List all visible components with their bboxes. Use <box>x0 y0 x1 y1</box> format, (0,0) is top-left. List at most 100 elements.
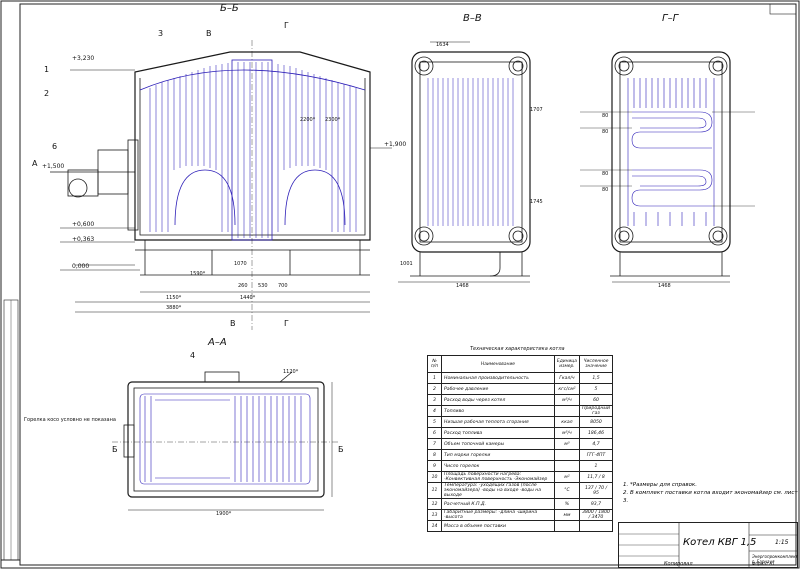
dim-bb-1590: 1590* <box>190 271 206 277</box>
view-gg-dims <box>580 111 755 207</box>
dim-bb-3880: 3880* <box>166 305 182 311</box>
spec-cell-value: 3800 / 1800 / 3470 <box>579 509 613 521</box>
title-block-grid <box>619 523 797 567</box>
spec-cell-value: 137 / 70 / 95 <box>579 482 613 499</box>
spec-cell-unit <box>553 449 581 461</box>
notes: 1. *Размеры для справок. 2. В комплект п… <box>623 481 800 505</box>
dim-bb-260: 260 <box>238 283 248 289</box>
drawing-format: Формат А1 <box>752 561 775 566</box>
dim-gg-80-d: 80 <box>602 187 609 193</box>
callout-6: 6 <box>52 142 58 151</box>
dim-aa-1900: 1900* <box>216 511 232 517</box>
spec-table: № п/п Наименование Единица измер. Числен… <box>427 355 613 532</box>
copied-label: Копировал <box>664 561 693 567</box>
dim-aa-1120: 1120* <box>283 369 299 375</box>
spec-cell-name: Температура: -уходящих газов (после экон… <box>441 482 555 499</box>
dim-vv-1001: 1001 <box>400 261 413 267</box>
spec-cell-n: 4 <box>427 405 442 417</box>
dim-gg-1468: 1468 <box>658 283 671 289</box>
spec-cell-name: Топливо <box>441 405 555 417</box>
spec-cell-value: 60 <box>579 394 613 406</box>
spec-cell-unit: Гкал/ч <box>553 372 581 384</box>
dim-gg-80-a: 80 <box>602 113 609 119</box>
spec-cell-name: Рабочее давление <box>441 383 555 395</box>
spec-cell-n: 6 <box>427 427 442 439</box>
view-gg <box>610 51 731 283</box>
spec-cell-name: Расчетный К.П.Д. <box>441 498 555 510</box>
cut-mark-b-left: Б <box>112 445 118 454</box>
dim-bb-1150: 1150* <box>166 295 182 301</box>
view-title-aa: А–А <box>208 337 227 348</box>
spec-cell-value: 186,46 <box>579 427 613 439</box>
dim-gg-80-c: 80 <box>602 171 609 177</box>
spec-cell-value: Природный газ <box>579 405 613 417</box>
spec-cell-n: 9 <box>427 460 442 472</box>
spec-cell-n: 7 <box>427 438 442 450</box>
dim-bb-700: 700 <box>278 283 288 289</box>
spec-cell-value: 93,7 <box>579 498 613 510</box>
cut-mark-b-right: Б <box>338 445 344 454</box>
view-title-gg: Г–Г <box>662 13 679 24</box>
callout-4: 4 <box>190 351 196 360</box>
spec-header-unit: Единица измер. <box>553 355 581 373</box>
spec-cell-value: 5 <box>579 383 613 395</box>
spec-cell-value: 1,5 <box>579 372 613 384</box>
spec-header-num: № п/п <box>427 355 442 373</box>
drawing-name: Котел КВГ 1,5 <box>683 537 757 548</box>
view-title-vv: В–В <box>463 13 482 24</box>
spec-cell-name: Масса в объеме поставки <box>441 520 555 532</box>
title-block: Котел КВГ 1,5 1:15 Энергопромкомплект г.… <box>618 522 798 568</box>
spec-cell-name: Низшая рабочая теплота сгорания <box>441 416 555 428</box>
spec-cell-n: 10 <box>427 471 442 483</box>
view-title-bb: Б–Б <box>220 3 239 14</box>
spec-cell-unit: мм <box>553 509 581 521</box>
spec-cell-unit <box>553 405 581 417</box>
spec-cell-value: 8050 <box>579 416 613 428</box>
view-bb <box>50 40 392 330</box>
dim-bb-1070: 1070 <box>234 261 247 267</box>
aa-note: Горелка косо условно не показана <box>24 417 116 423</box>
spec-cell-n: 1 <box>427 372 442 384</box>
drawing-scale: 1:15 <box>775 539 789 546</box>
spec-caption: Техническая характеристика котла <box>470 346 565 352</box>
dim-bb-2200: 2200* <box>300 117 316 123</box>
view-aa-tubes <box>139 393 311 485</box>
spec-cell-n: 14 <box>427 520 442 532</box>
view-gg-coils <box>627 78 715 226</box>
spec-cell-value: ГГГ-4ПТ <box>579 449 613 461</box>
elevation-0363: +0,363 <box>72 236 95 243</box>
spec-cell-name: Расход топлива <box>441 427 555 439</box>
drawing-org: Энергопромкомплект г. Барнаул <box>752 554 798 564</box>
spec-cell-value: 11,7 / 8 <box>579 471 613 483</box>
spec-cell-name: Габаритные размеры: -длина -ширина -высо… <box>441 509 555 521</box>
spec-cell-name: Число горелок <box>441 460 555 472</box>
spec-cell-n: 5 <box>427 416 442 428</box>
spec-cell-n: 8 <box>427 449 442 461</box>
spec-cell-name: Тип марки горелки <box>441 449 555 461</box>
spec-cell-value <box>579 520 613 532</box>
view-bb-tubes <box>149 62 357 238</box>
cut-mark-v-top: В <box>206 29 212 38</box>
dim-vv-1745: 1745 <box>530 199 543 205</box>
elevation-3230: +3,230 <box>72 55 95 62</box>
dim-bb-2300: 2300* <box>325 117 341 123</box>
spec-cell-unit: °С <box>553 482 581 499</box>
spec-cell-n: 13 <box>427 509 442 521</box>
spec-cell-unit: м³/ч <box>553 394 581 406</box>
spec-cell-unit <box>553 520 581 532</box>
spec-cell-unit: м² <box>553 471 581 483</box>
spec-header-value: Численное значение <box>579 355 613 373</box>
dim-bb-530: 530 <box>258 283 268 289</box>
